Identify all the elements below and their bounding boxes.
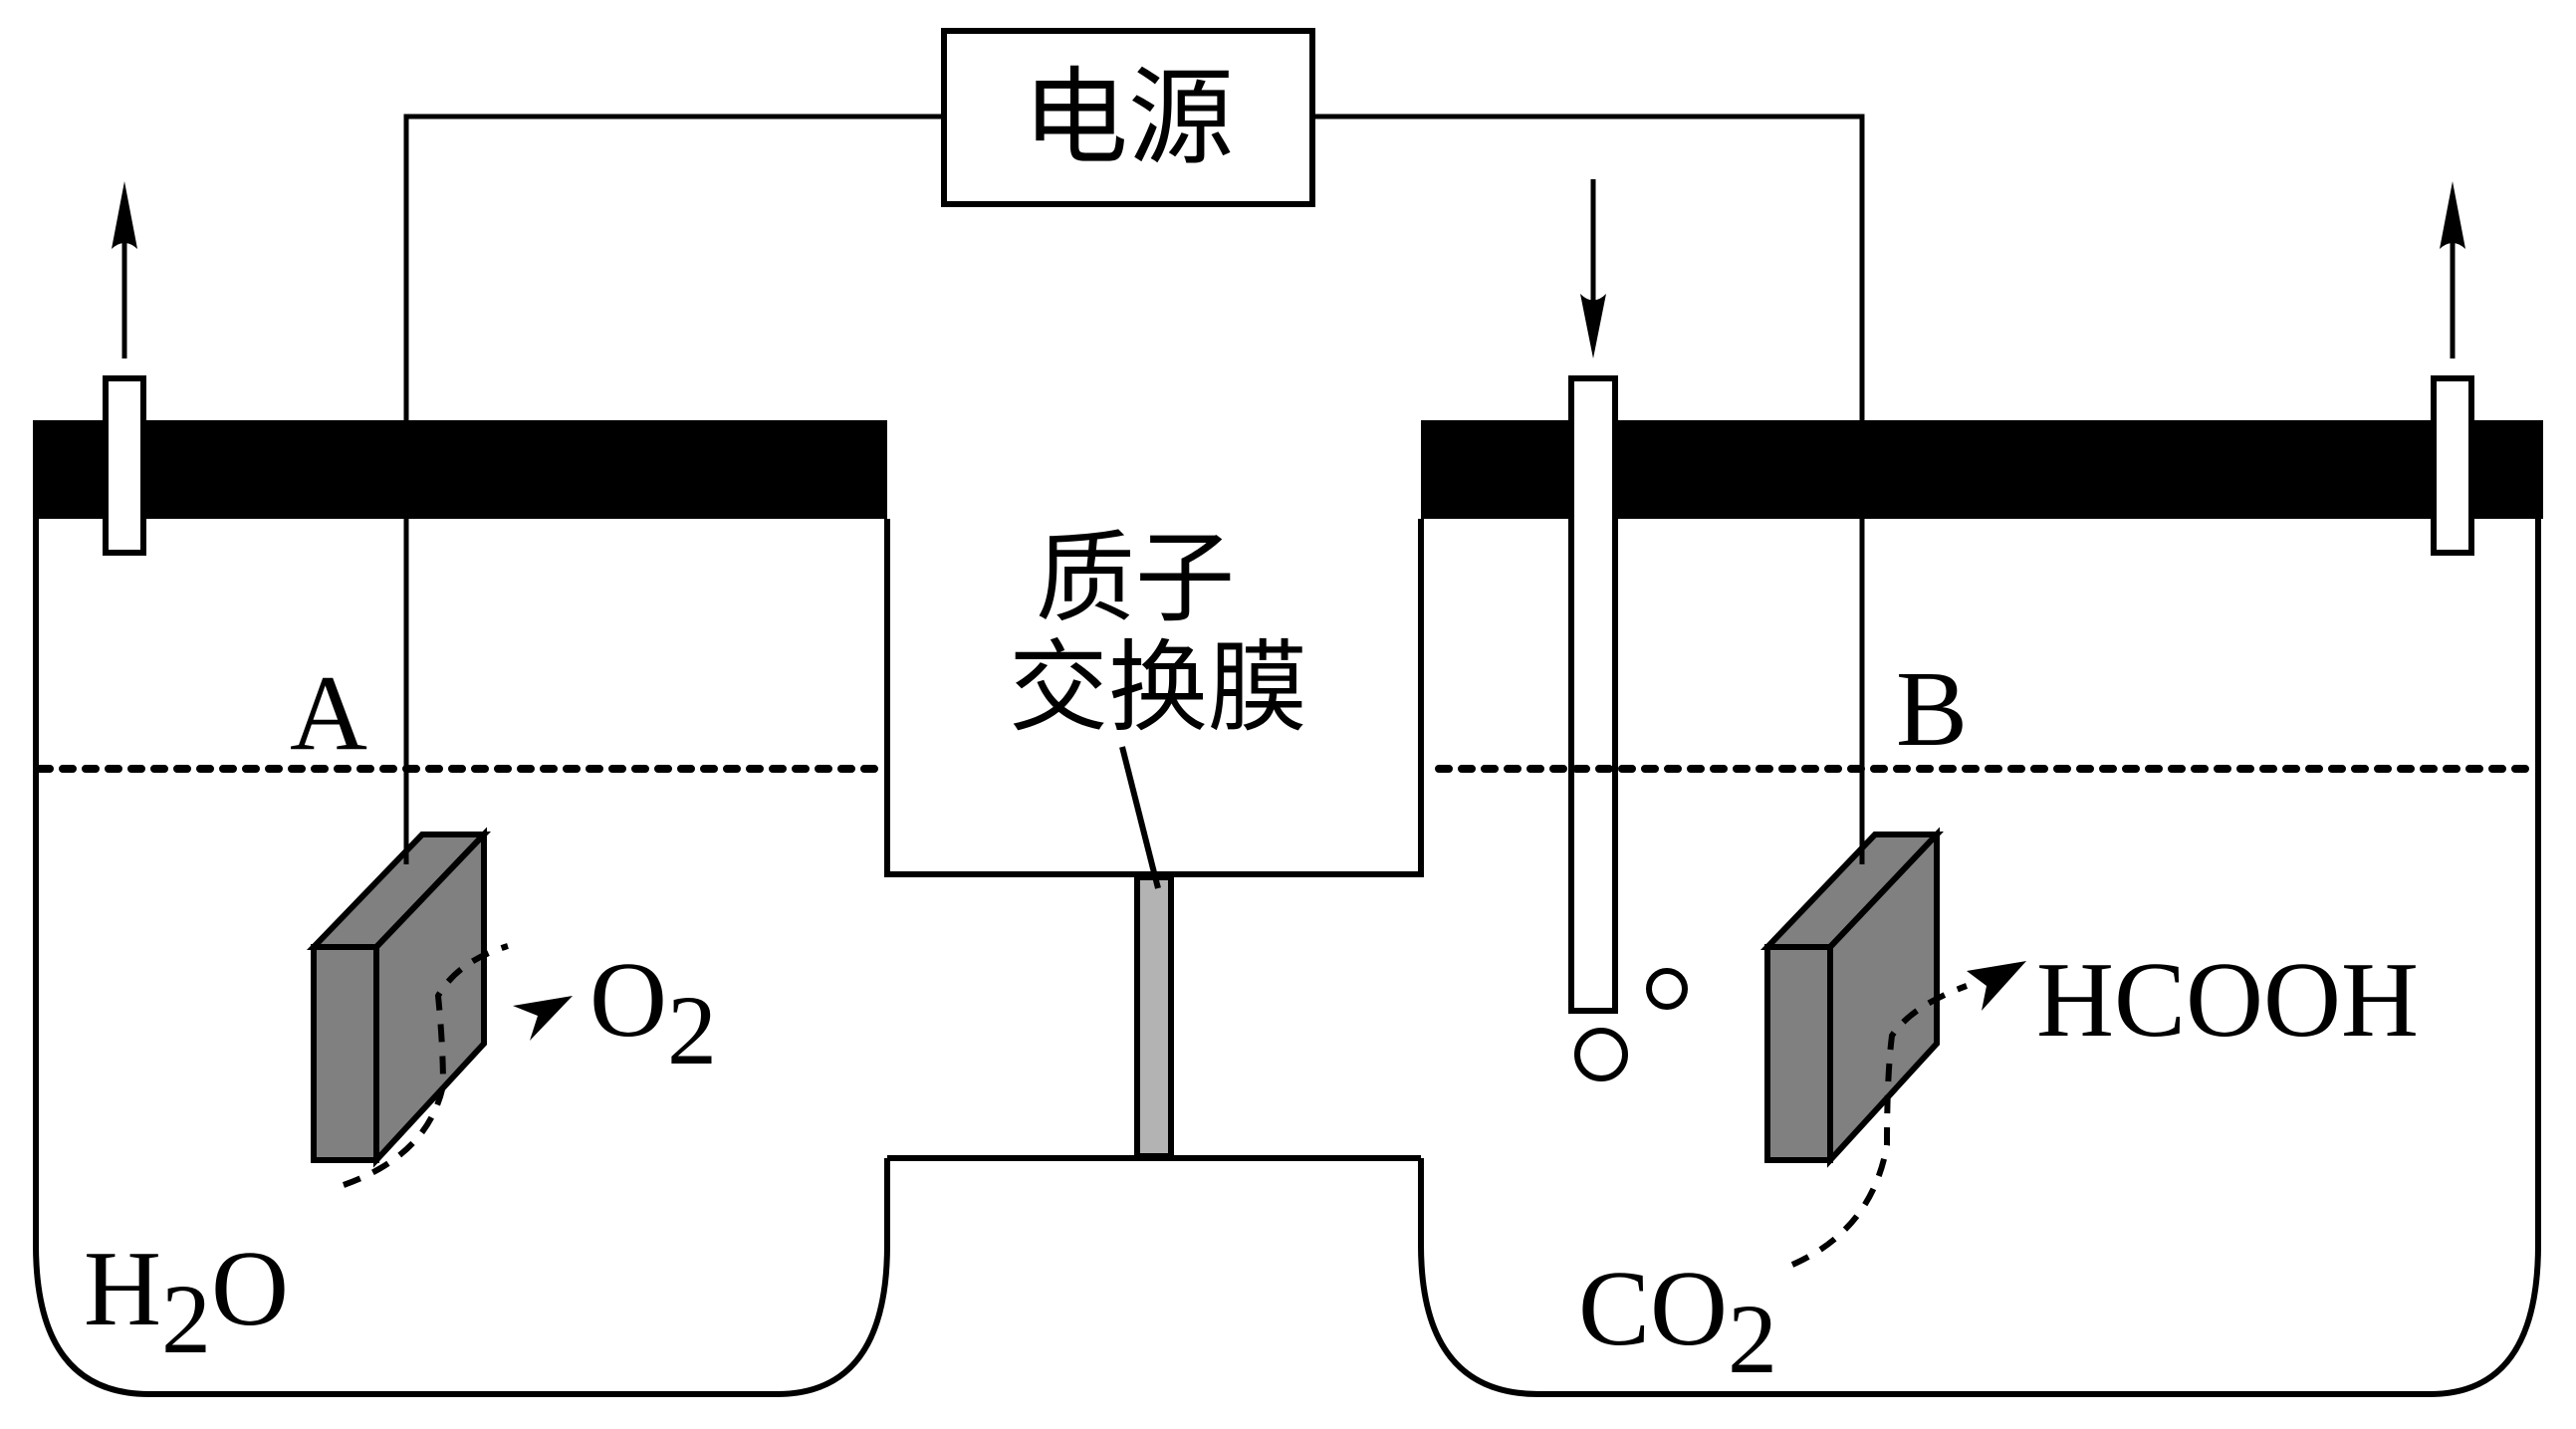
power-supply: 电源 (941, 28, 1315, 207)
right-chamber: B HCOOH CO2 (1418, 179, 2543, 1397)
electrode-b-label: B (1896, 650, 1968, 769)
right-inlet-tube (1568, 375, 1618, 1014)
left-outlet-tube (103, 375, 146, 556)
reactant-h2o-label: H2O (84, 1230, 289, 1374)
right-reaction-arrowhead-icon (1967, 961, 2026, 1011)
connector: 质子 交换膜 (884, 519, 1424, 1394)
left-chamber: A O2 H2O (33, 181, 891, 1397)
product-o2-label: O2 (589, 941, 717, 1085)
electrode-a-label: A (290, 654, 367, 773)
wire-to-electrode-b (1314, 114, 1865, 846)
power-supply-label: 电源 (1023, 57, 1234, 179)
circuit-wires (403, 114, 1865, 846)
left-reaction-path (343, 943, 509, 1188)
wire-to-electrode-a (403, 114, 942, 846)
product-hcooh-label: HCOOH (2036, 941, 2419, 1060)
left-lid (33, 420, 887, 519)
right-chamber-wall (1418, 519, 2541, 1397)
membrane-label-line1: 质子 (1036, 520, 1235, 636)
membrane-leader-line (1119, 746, 1161, 889)
power-supply-box (941, 28, 1315, 207)
lower-connector-wall (887, 1158, 1421, 1394)
electrode-b (1759, 827, 1944, 1168)
right-reaction-path (1790, 983, 1969, 1268)
right-inlet-arrowhead-icon (1580, 294, 1606, 358)
gas-bubble-large (1574, 1028, 1628, 1081)
proton-exchange-membrane (1134, 874, 1174, 1159)
electrode-a (306, 827, 492, 1168)
left-reaction-arrowhead-icon (513, 996, 573, 1041)
gas-bubble-small (1646, 968, 1688, 1010)
reactant-co2-label: CO2 (1578, 1250, 1777, 1394)
right-outlet-arrowhead-icon (2440, 181, 2465, 249)
membrane-label-line2: 交换膜 (1009, 629, 1307, 746)
left-outlet-arrowhead-icon (112, 181, 137, 249)
right-outlet-tube (2431, 375, 2474, 556)
